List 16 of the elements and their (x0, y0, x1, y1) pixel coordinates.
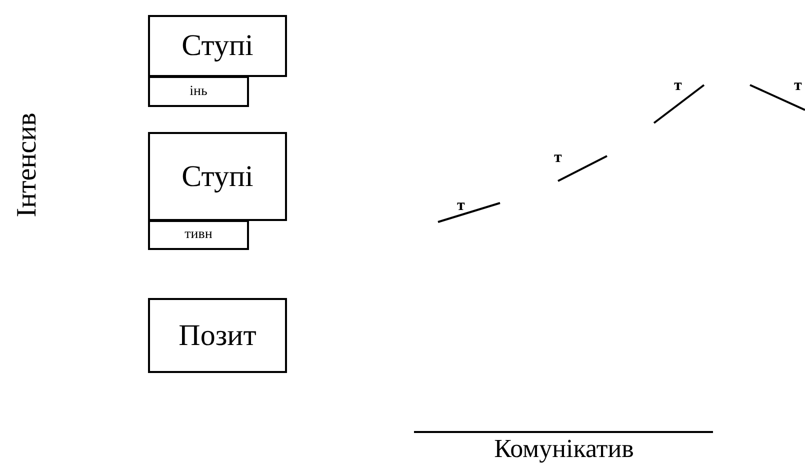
label-box (148, 132, 287, 221)
point-label: т (554, 150, 562, 166)
box-text: інь (190, 84, 208, 98)
point-label: т (457, 198, 465, 214)
axis-label: Комунікатив (493, 436, 635, 462)
box-text: тивн (184, 228, 212, 242)
point-label: т (674, 78, 682, 94)
tab-box (148, 76, 249, 107)
box-text: Позит (178, 320, 256, 350)
label-box (148, 15, 287, 77)
box-text: Ступі (182, 162, 254, 192)
point-label: т (794, 78, 802, 94)
label-box (148, 298, 287, 373)
box-text: Ступі (182, 31, 254, 61)
axis-label: Інтенсив (13, 112, 41, 218)
tab-box (148, 220, 249, 250)
